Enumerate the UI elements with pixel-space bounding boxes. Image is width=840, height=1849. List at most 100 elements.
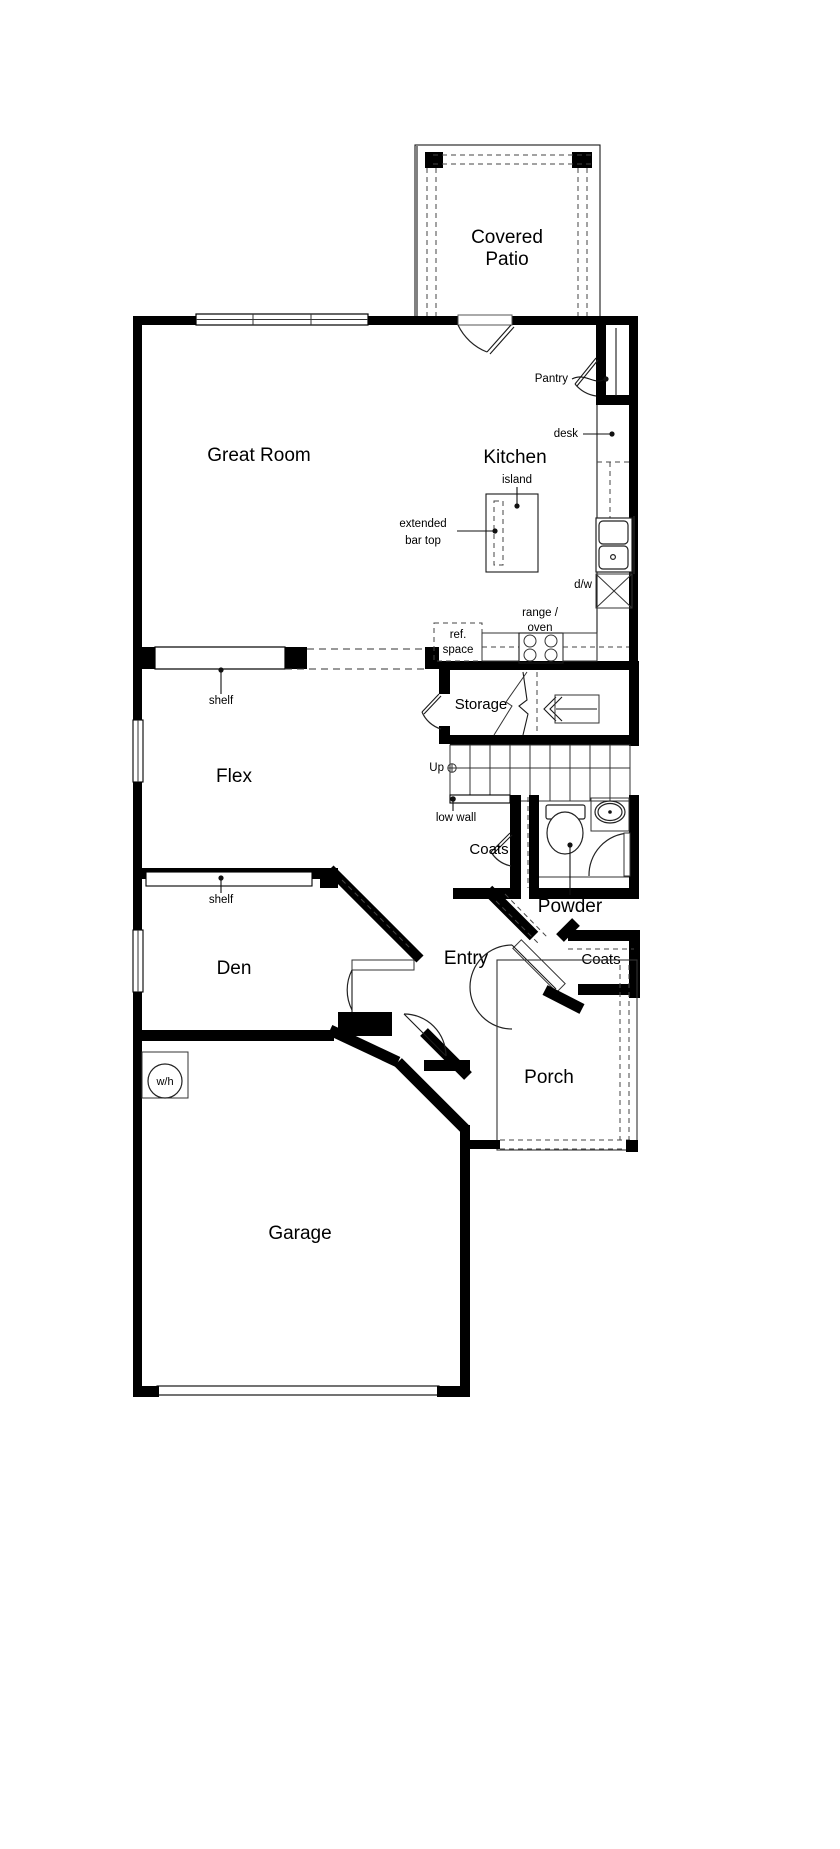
storage-wall-left-upper — [439, 670, 450, 694]
pantry-wall-bottom — [596, 395, 638, 405]
lav-counter — [590, 797, 630, 832]
patio-door-panel-a — [486, 324, 512, 353]
annotation-shelf-flex-dot — [218, 667, 224, 673]
wall-nib-ref — [425, 647, 439, 669]
patio-door-panel-b — [489, 326, 515, 355]
garage-door-jamb-left — [133, 1386, 159, 1397]
flex-region: Flex — [132, 719, 252, 787]
annotation-bartop-dot — [492, 528, 498, 534]
annotation-pantry-label: Pantry — [535, 373, 568, 385]
storage-wall-bottom — [450, 735, 639, 745]
room-label-porch: Porch — [524, 1067, 574, 1088]
den-angled-wall-bottom — [327, 1025, 401, 1067]
exterior-wall-right-upper — [629, 316, 638, 666]
coats-under-stair-region: low wall Coats — [436, 794, 529, 899]
entry-inner-door-panel — [403, 1013, 447, 1057]
kitchen-island: island extended bar top — [399, 474, 539, 573]
stair-break-line-a — [518, 671, 529, 736]
annotation-shelf-den-dot — [218, 875, 224, 881]
room-label-great-room: Great Room — [207, 445, 310, 466]
flex-shelf-box — [154, 646, 286, 670]
annotation-dishwasher-label: d/w — [574, 579, 593, 591]
pantry-door-panel-a — [574, 357, 597, 385]
dishwasher-fixture: d/w — [574, 573, 633, 609]
den-region: shelf Den — [132, 865, 424, 1067]
annotation-lowwall-dot — [450, 796, 456, 802]
entry-angled-wall-upper — [483, 885, 539, 941]
powder-region: Powder — [529, 795, 639, 917]
coats-entry-region: Coats — [542, 918, 640, 1014]
stair-treads — [447, 744, 631, 802]
front-door-leaf — [512, 939, 566, 993]
powder-wall-right — [629, 795, 639, 899]
pantry-region: Pantry — [535, 325, 638, 405]
range-oven-fixture: range / oven — [518, 607, 564, 664]
exterior-wall-top — [133, 316, 638, 325]
coats-entry-wall-right — [629, 930, 640, 998]
exterior-wall-left — [133, 316, 142, 1395]
toilet-fixture — [545, 804, 586, 855]
storage-door-arc — [421, 711, 442, 730]
burner-2 — [544, 634, 558, 648]
patio-post-left — [425, 152, 443, 168]
burner-1 — [523, 634, 537, 648]
coats-entry-wall-top — [568, 930, 640, 941]
garage-angled-wall — [394, 1058, 470, 1134]
covered-patio-region: Covered Patio — [414, 144, 601, 321]
annotation-island-dot — [514, 503, 520, 509]
coats-door-arc — [490, 851, 512, 867]
wall-counter-base — [439, 661, 639, 670]
annotation-shelf-den-label: shelf — [209, 894, 234, 906]
annotation-desk-dot — [609, 431, 615, 437]
annotation-ref-line2: space — [443, 644, 474, 656]
annotation-desk-label: desk — [554, 428, 579, 440]
porch-post — [626, 1140, 638, 1152]
patio-door[interactable] — [457, 314, 515, 355]
room-label-powder: Powder — [538, 896, 603, 917]
room-label-covered-patio-line2: Patio — [485, 249, 528, 270]
powder-door-arc — [588, 832, 630, 877]
annotation-pantry-dot — [603, 376, 609, 382]
storage-door-panel-b — [423, 695, 442, 715]
coats-door-panel-b — [492, 834, 513, 855]
kitchen-region: Kitchen desk d/w — [399, 405, 635, 660]
annotation-powder-dot — [567, 842, 573, 848]
storage-wall-left-lower — [439, 726, 450, 744]
room-label-kitchen: Kitchen — [483, 447, 546, 468]
house-shell — [133, 316, 638, 1395]
den-wall-bottom — [142, 1030, 334, 1041]
garage-region: w/h Garage — [133, 1051, 470, 1397]
powder-wall-bottom — [529, 888, 629, 899]
stair-up-marker — [447, 763, 457, 773]
entry-angled-dash-a — [495, 900, 541, 946]
dishwasher-outline — [595, 573, 633, 609]
coats-wall-left — [510, 795, 521, 890]
entry-inner-door-arc — [403, 1013, 447, 1057]
annotation-lowwall-label: low wall — [436, 812, 476, 824]
powder-wall-left — [529, 795, 539, 890]
water-heater-circle — [147, 1063, 183, 1099]
coats-entry-wall-bottom — [578, 984, 640, 995]
annotation-range-line2: oven — [528, 622, 553, 634]
kitchen-sink-fixture — [595, 516, 635, 574]
island-outline — [485, 493, 539, 573]
patio-post-right — [572, 152, 592, 168]
stair-arrow-chevron-a — [543, 696, 557, 722]
room-label-storage: Storage — [455, 696, 508, 713]
patio-door-arc — [457, 324, 488, 353]
den-shelf-box — [145, 871, 313, 887]
den-door-leaf — [351, 959, 415, 971]
coats-door-panel-a — [490, 832, 511, 853]
room-label-garage: Garage — [268, 1223, 331, 1244]
den-angled-dash — [341, 879, 413, 951]
patio-door-leaf-opening — [457, 314, 513, 326]
island-bar-top-dashed — [493, 500, 504, 566]
pantry-wall-left — [596, 325, 606, 403]
garage-door-opening — [156, 1385, 440, 1396]
desk-dash-knee — [609, 462, 629, 521]
lav-drain — [608, 810, 612, 814]
annotation-island-label: island — [502, 474, 532, 486]
room-label-covered-patio-line1: Covered — [471, 227, 543, 248]
room-label-flex: Flex — [216, 766, 252, 787]
